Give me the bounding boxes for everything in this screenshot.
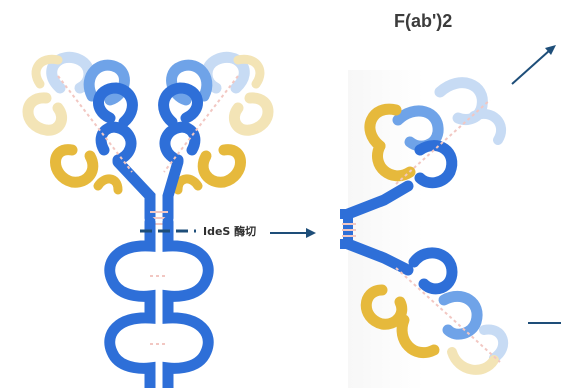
fab2-hinge [340,214,356,244]
right-fab-arm [164,57,268,218]
fc-region [110,222,208,388]
fab2-fragment [340,45,561,370]
fab2-pointer-arrow [512,45,556,84]
full-antibody [28,57,316,388]
left-fab-arm [28,57,150,218]
ides-cleavage-label: IdeS 酶切 [201,223,258,239]
fab2-upper-arm [348,83,501,214]
fab2-label: F(ab')2 [394,11,452,32]
fab2-lower-arm [348,244,503,370]
cleavage-arrow [270,228,316,238]
